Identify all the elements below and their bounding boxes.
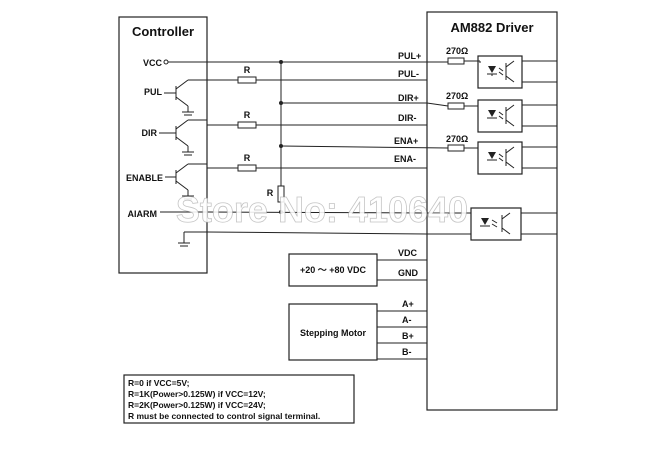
terminal-pul-minus: PUL- (398, 69, 419, 79)
terminal-ena-plus: ENA+ (394, 136, 418, 146)
r-label-pul: R (244, 65, 251, 75)
terminal-pul-plus: PUL+ (398, 51, 421, 61)
motor-block: Stepping Motor (288, 303, 427, 361)
ena-optocoupler (447, 141, 557, 175)
terminal-vdc: VDC (398, 248, 418, 258)
terminal-a-plus: A+ (402, 299, 414, 309)
pin-dir-label: DIR (142, 128, 158, 138)
r-label-dir: R (244, 110, 251, 120)
r-label-ena: R (244, 153, 251, 163)
note-line-4: R must be connected to control signal te… (128, 411, 320, 421)
controller-block: Controller VCC PUL DIR ENABLE AIARM (118, 16, 208, 274)
dir-transistor (159, 119, 207, 156)
driver-box (426, 11, 558, 411)
alarm-input (160, 211, 207, 247)
pin-enable-label: ENABLE (126, 173, 163, 183)
pin-alarm-label: AIARM (128, 209, 158, 219)
terminal-gnd: GND (398, 268, 419, 278)
controller-box (118, 16, 208, 274)
signal-wiring: R R R R (168, 60, 449, 235)
dir-optocoupler (447, 99, 557, 133)
notes-box (123, 374, 355, 424)
terminal-ena-minus: ENA- (394, 154, 416, 164)
dir-270-label: 270Ω (446, 91, 468, 101)
power-supply-block: +20 ～ +80 VDC (288, 253, 427, 287)
store-watermark: Store No: 410640 (176, 189, 468, 230)
pin-vcc-label: VCC (143, 58, 163, 68)
motor-label: Stepping Motor (300, 328, 366, 338)
terminal-b-minus: B- (402, 347, 412, 357)
enable-transistor (165, 163, 207, 200)
pin-pul-label: PUL (144, 87, 163, 97)
note-line-2: R=1K(Power>0.125W) if VCC=12V; (128, 389, 266, 399)
driver-title: AM882 Driver (450, 20, 533, 35)
terminal-dir-minus: DIR- (398, 113, 417, 123)
notes-block: R=0 if VCC=5V; R=1K(Power>0.125W) if VCC… (123, 374, 355, 424)
r-label-alarm: R (267, 188, 274, 198)
motor-box (288, 303, 378, 361)
terminal-b-plus: B+ (402, 331, 414, 341)
note-line-3: R=2K(Power>0.125W) if VCC=24V; (128, 400, 266, 410)
controller-title: Controller (132, 24, 194, 39)
terminal-dir-plus: DIR+ (398, 93, 419, 103)
pul-transistor (164, 79, 207, 116)
note-line-1: R=0 if VCC=5V; (128, 378, 190, 388)
ena-270-label: 270Ω (446, 134, 468, 144)
pul-270-label: 270Ω (446, 46, 468, 56)
driver-block: AM882 Driver PUL+ PUL- DIR+ DIR- ENA+ EN… (394, 11, 558, 411)
vcc-terminal (163, 59, 169, 65)
alarm-optocoupler (427, 207, 557, 241)
pul-optocoupler (447, 55, 557, 89)
power-supply-box (288, 253, 378, 287)
power-supply-label: +20 ～ +80 VDC (300, 265, 367, 275)
terminal-a-minus: A- (402, 315, 412, 325)
